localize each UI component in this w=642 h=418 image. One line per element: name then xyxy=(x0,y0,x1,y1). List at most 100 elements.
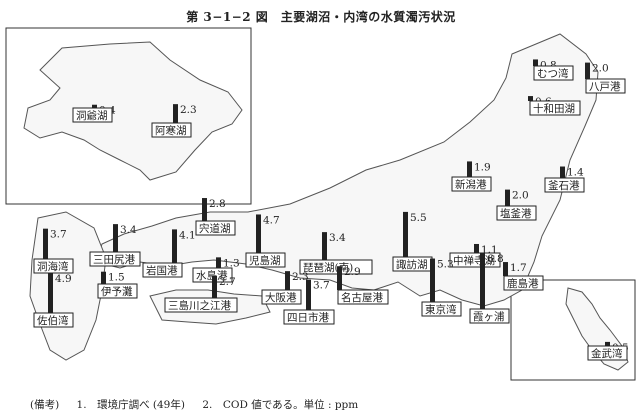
site-16: 4.9 佐伯湾 xyxy=(33,272,74,328)
site-15: 2.7 三島川之江港 xyxy=(164,275,238,313)
value-label: 2.9 xyxy=(344,266,361,278)
value-bar xyxy=(212,275,217,298)
site-label-box xyxy=(449,252,501,268)
site-7: 2.0 塩釜港 xyxy=(496,189,537,221)
site-name: 洞海湾 xyxy=(37,260,69,273)
site-label-box xyxy=(33,312,74,328)
site-label-box xyxy=(451,176,492,192)
site-14: 4.7 児島湖 xyxy=(245,214,286,268)
site-name: 阿寒湖 xyxy=(155,124,187,137)
value-label: 1.4 xyxy=(567,167,584,179)
site-name: 名古屋港 xyxy=(341,291,383,304)
value-label: 3.7 xyxy=(313,280,330,292)
site-label-box xyxy=(299,259,373,275)
value-label: 6.8 xyxy=(487,253,504,265)
site-label-box xyxy=(587,345,628,361)
value-label: 2.8 xyxy=(209,198,226,210)
site-19: 3.7 四日市港 xyxy=(283,279,335,325)
site-label-box xyxy=(72,107,113,123)
site-11: 4.1 岩国港 xyxy=(142,229,196,278)
site-9: 3.7 洞海湾 xyxy=(33,228,74,274)
site-name: 佐伯湾 xyxy=(37,314,69,327)
site-name: 水島港 xyxy=(196,269,228,282)
value-label: 2.0 xyxy=(512,190,529,202)
value-bar xyxy=(585,62,590,79)
figure-title: 第 3−1−2 図 主要湖沼・内湾の水質濁汚状況 xyxy=(186,10,456,24)
value-bar xyxy=(505,189,510,206)
site-name: 大阪港 xyxy=(265,291,297,304)
value-bar xyxy=(202,198,207,221)
value-label: 2.0 xyxy=(592,63,609,75)
value-bar xyxy=(605,341,610,346)
site-4: 0.6十和田湖 xyxy=(528,96,581,116)
site-name: 塩釜港 xyxy=(500,207,532,220)
site-markers: 0.4洞爺湖2.3阿寒湖0.8むつ湾2.0八戸港0.6十和田湖1.4釜石港1.9… xyxy=(33,59,629,361)
hokkaido-inset-frame xyxy=(5,27,252,205)
site-name: 三島川之江港 xyxy=(168,299,231,312)
value-label: 4.1 xyxy=(179,229,196,241)
site-label-box xyxy=(89,251,141,267)
value-bar xyxy=(467,161,472,177)
site-name: 岩国港 xyxy=(146,264,178,277)
site-name: 諏訪湖 xyxy=(396,258,428,271)
value-bar xyxy=(474,243,479,253)
site-label-box xyxy=(283,309,335,325)
value-bar xyxy=(285,271,290,290)
value-bar xyxy=(173,104,178,123)
value-label: 2.3 xyxy=(292,271,309,283)
site-25: 6.8 霞ヶ浦 xyxy=(469,253,510,324)
value-bar xyxy=(48,272,53,313)
site-label-box xyxy=(544,177,585,193)
value-label: 3.4 xyxy=(329,232,346,244)
footnote-note-2: 2. COD 値である。単位 : ppm xyxy=(202,399,359,411)
site-label-box xyxy=(33,258,74,274)
site-20: 2.9 名古屋港 xyxy=(337,266,389,305)
site-8: 2.8 宍道湖 xyxy=(195,198,236,236)
site-label-box xyxy=(261,289,302,305)
footnote-prefix: (備考) xyxy=(30,399,60,411)
site-name: 児島湖 xyxy=(249,254,281,267)
value-bar xyxy=(533,59,538,66)
value-label: 3.4 xyxy=(120,224,137,236)
value-bar xyxy=(306,279,311,310)
site-name: 洞爺湖 xyxy=(76,109,108,122)
site-label-box xyxy=(533,65,574,81)
okinawa-inset-frame xyxy=(510,279,636,381)
value-bar xyxy=(560,166,565,178)
site-0: 0.4洞爺湖 xyxy=(72,104,116,123)
value-label: 3.7 xyxy=(50,229,67,241)
value-label: 4.7 xyxy=(263,214,280,226)
value-label: 2.7 xyxy=(219,276,236,288)
site-label-box xyxy=(337,289,389,305)
value-bar xyxy=(528,96,533,101)
site-name: 霞ヶ浦 xyxy=(473,310,505,323)
site-name: 新潟港 xyxy=(455,178,487,191)
site-name: 宍道湖 xyxy=(199,222,231,235)
site-26: 0.5金武湾 xyxy=(587,341,629,361)
site-name: 鹿島港 xyxy=(507,277,539,290)
site-name: 釜石港 xyxy=(548,179,580,192)
value-bar xyxy=(172,229,177,263)
value-bar xyxy=(403,211,408,257)
value-label: 4.9 xyxy=(55,273,72,285)
site-label-box xyxy=(529,100,581,116)
value-bar xyxy=(480,253,485,309)
site-name: 金武湾 xyxy=(591,347,623,360)
value-bar xyxy=(503,262,508,276)
footnote-note-1: 1. 環境庁調べ (49年) xyxy=(76,399,185,411)
value-bar xyxy=(322,232,327,260)
site-label-box xyxy=(195,220,236,236)
site-label-box xyxy=(503,275,544,291)
value-bar xyxy=(256,214,261,253)
value-bar xyxy=(43,228,48,259)
site-name: 四日市港 xyxy=(287,311,329,324)
site-name: 伊予灘 xyxy=(101,285,133,298)
